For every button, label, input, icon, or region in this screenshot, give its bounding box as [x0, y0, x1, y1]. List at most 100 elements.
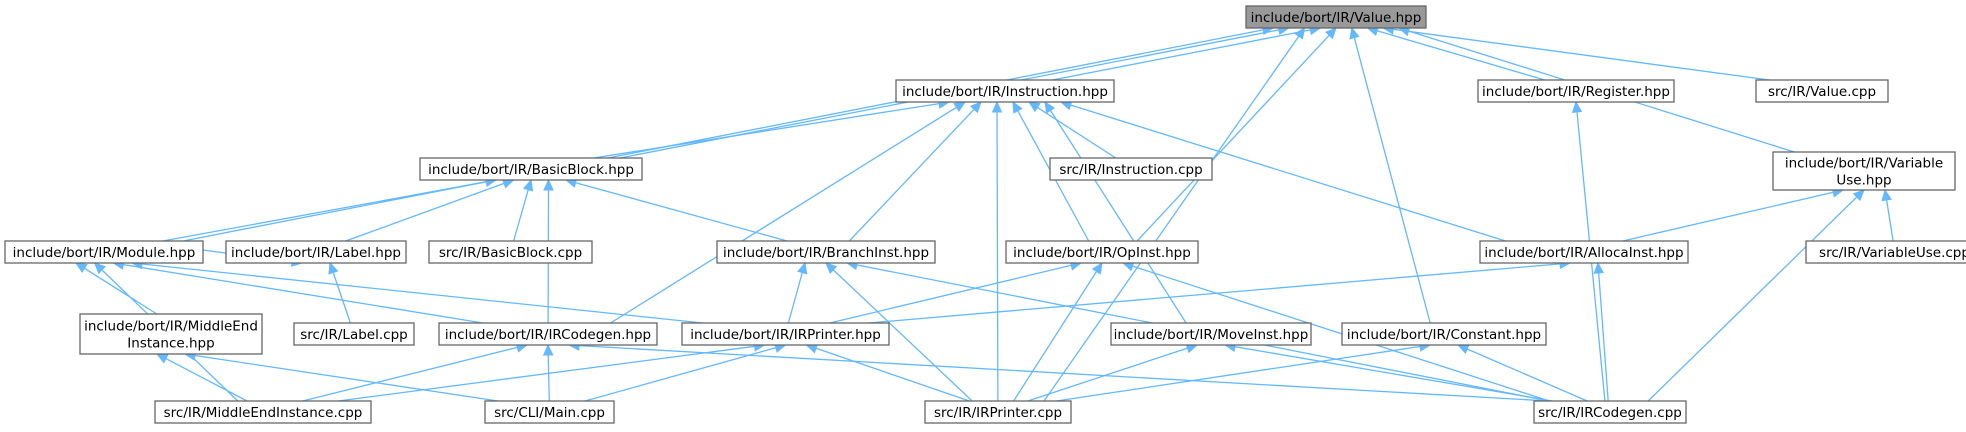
edge-middleend_cpp-to-irprinter_hpp [338, 345, 755, 402]
edge-main_cpp-to-ircodegen_hpp [547, 354, 550, 402]
arrowhead-basicblock_cpp-to-basicblock_hpp [523, 178, 534, 192]
node-middleend-cpp[interactable]: src/IR/MiddleEndInstance.cpp [154, 400, 372, 424]
node-box [895, 79, 1115, 103]
node-label: include/bort/IR/MoveInst.hpp [1114, 327, 1309, 343]
node-label-cpp[interactable]: src/IR/Label.cpp [293, 322, 415, 346]
edge-irprinter_cpp-to-moveinst_hpp [1027, 347, 1188, 402]
node-box [1110, 322, 1312, 346]
node-value-cpp[interactable]: src/IR/Value.cpp [1755, 79, 1889, 103]
edge-irprinter_cpp-to-constant_hpp [1056, 345, 1421, 402]
edge-variableuse_cpp-to-variableuse_hpp [1885, 199, 1894, 242]
node-box [1245, 5, 1427, 29]
arrowhead-ircodegen_hpp-to-basicblock_hpp [543, 178, 554, 191]
node-label-hpp[interactable]: include/bort/IR/Label.hpp [225, 240, 407, 264]
node-instruction-hpp[interactable]: include/bort/IR/Instruction.hpp [895, 79, 1115, 103]
edge-main_cpp-to-irprinter_hpp [584, 347, 777, 402]
node-irprinter-hpp[interactable]: include/bort/IR/IRPrinter.hpp [681, 322, 890, 346]
nodes: include/bort/IR/Value.hpp include/bort/IR… [4, 5, 1966, 424]
node-box [1805, 240, 1966, 264]
edge-instruction_cpp-to-instruction_hpp [1037, 106, 1117, 159]
node-basicblock-hpp[interactable]: include/bort/IR/BasicBlock.hpp [419, 157, 643, 181]
arrowhead-instruction_cpp-to-instruction_hpp [1027, 101, 1041, 113]
node-irprinter-cpp[interactable]: src/IR/IRPrinter.cpp [924, 400, 1072, 424]
node-label: include/bort/IR/Instruction.hpp [902, 84, 1108, 100]
node-box [1005, 240, 1199, 264]
node-moveinst-hpp[interactable]: include/bort/IR/MoveInst.hpp [1110, 322, 1312, 346]
node-ircodegen-cpp[interactable]: src/IR/IRCodegen.cpp [1533, 400, 1687, 424]
edge-allocainst_hpp-to-instruction_hpp [1070, 104, 1506, 242]
node-middleend-hpp[interactable]: include/bort/IR/MiddleEndInstance.hpp [79, 313, 263, 355]
edge-branchinst_hpp-to-instruction_hpp [848, 108, 975, 242]
node-label: include/bort/IR/MiddleEnd [84, 319, 258, 335]
edge-branchinst_hpp-to-basicblock_hpp [575, 182, 788, 242]
edge-register_hpp-to-value_hpp [1376, 30, 1545, 81]
edge-module_hpp-to-value_hpp [183, 29, 1264, 242]
node-label: src/IR/IRPrinter.cpp [934, 405, 1062, 421]
edge-ircodegen_hpp-to-module_hpp [123, 263, 483, 324]
node-label: src/IR/Label.cpp [300, 327, 407, 343]
edge-value_cpp-to-value_hpp [1393, 28, 1770, 81]
edge-middleend_hpp-to-module_hpp [84, 267, 158, 315]
edge-middleend_cpp-to-middleend_hpp [165, 358, 248, 402]
arrowhead-label_cpp-to-label_hpp [328, 261, 339, 275]
edge-label_hpp-to-basicblock_hpp [345, 182, 505, 242]
node-label: src/IR/VariableUse.cpp [1819, 245, 1966, 261]
node-box [419, 157, 643, 181]
edge-irprinter_cpp-to-value_hpp [1043, 35, 1300, 402]
node-label: include/bort/IR/Value.hpp [1251, 10, 1422, 26]
arrowhead-ircodegen_cpp-to-register_hpp [1571, 100, 1583, 113]
node-variableuse-cpp[interactable]: src/IR/VariableUse.cpp [1805, 240, 1966, 264]
arrowhead-irprinter_cpp-to-opinst_hpp [1091, 261, 1103, 275]
arrowhead-irprinter_cpp-to-value_hpp [1294, 27, 1306, 40]
edge-ircodegen_cpp-to-ircodegen_hpp [578, 344, 1550, 402]
edge-allocainst_hpp-to-variableuse_hpp [1622, 191, 1834, 242]
edge-irprinter_cpp-to-opinst_hpp [1013, 271, 1098, 402]
edge-irprinter_hpp-to-opinst_hpp [829, 264, 1072, 324]
node-label: include/bort/IR/IRCodegen.hpp [445, 327, 651, 343]
edge-moveinst_hpp-to-instruction_hpp [1049, 110, 1187, 324]
node-instruction-cpp[interactable]: src/IR/Instruction.cpp [1049, 157, 1213, 181]
node-label: include/bort/IR/Label.hpp [231, 245, 401, 261]
edge-ircodegen_cpp-to-variableuse_hpp [1647, 196, 1858, 402]
node-box [716, 240, 936, 264]
edge-label_cpp-to-label_hpp [332, 272, 352, 324]
node-opinst-hpp[interactable]: include/bort/IR/OpInst.hpp [1005, 240, 1199, 264]
node-variableuse-hpp[interactable]: include/bort/IR/VariableUse.hpp [1772, 151, 1956, 191]
node-box [1772, 151, 1956, 191]
arrowhead-irprinter_hpp-to-branchinst_hpp [797, 261, 808, 275]
node-label: include/bort/IR/Variable [1785, 156, 1943, 172]
node-constant-hpp[interactable]: include/bort/IR/Constant.hpp [1341, 322, 1547, 346]
edge-irprinter_hpp-to-allocainst_hpp [868, 263, 1561, 324]
edge-ircodegen_cpp-to-allocainst_hpp [1598, 272, 1609, 402]
arrowhead-ircodegen_cpp-to-allocainst_hpp [1593, 261, 1605, 274]
node-label: src/CLI/Main.cpp [494, 405, 605, 421]
arrowhead-middleend_hpp-to-module_hpp [74, 262, 88, 274]
node-branchinst-hpp[interactable]: include/bort/IR/BranchInst.hpp [716, 240, 936, 264]
arrowhead-irprinter_cpp-to-branchinst_hpp [825, 262, 838, 274]
node-label: include/bort/IR/BranchInst.hpp [723, 245, 929, 261]
edge-middleend_cpp-to-ircodegen_hpp [302, 346, 518, 402]
node-basicblock-cpp[interactable]: src/IR/BasicBlock.cpp [428, 240, 593, 264]
node-value-hpp[interactable]: include/bort/IR/Value.hpp [1245, 5, 1427, 29]
node-label: include/bort/IR/OpInst.hpp [1013, 245, 1191, 261]
node-allocainst-hpp[interactable]: include/bort/IR/AllocaInst.hpp [1479, 240, 1689, 264]
edge-irprinter_cpp-to-branchinst_hpp [832, 269, 973, 402]
node-label: include/bort/IR/IRPrinter.hpp [690, 327, 881, 343]
edge-irprinter_hpp-to-branchinst_hpp [787, 272, 803, 324]
node-label: src/IR/IRCodegen.cpp [1538, 405, 1682, 421]
node-main-cpp[interactable]: src/CLI/Main.cpp [484, 400, 615, 424]
node-box [1341, 322, 1547, 346]
edge-ircodegen_cpp-to-opinst_hpp [1132, 265, 1550, 402]
node-module-hpp[interactable]: include/bort/IR/Module.hpp [4, 240, 204, 264]
node-label: include/bort/IR/Module.hpp [13, 245, 196, 261]
arrowhead-variableuse_cpp-to-variableuse_hpp [1881, 188, 1892, 202]
arrowhead-middleend_cpp-to-module_hpp [93, 262, 106, 275]
edge-ircodegen_cpp-to-moveinst_hpp [1234, 346, 1553, 402]
node-label: src/IR/MiddleEndInstance.cpp [164, 405, 363, 421]
node-ircodegen-hpp[interactable]: include/bort/IR/IRCodegen.hpp [438, 322, 658, 346]
node-label: include/bort/IR/AllocaInst.hpp [1484, 245, 1683, 261]
node-register-hpp[interactable]: include/bort/IR/Register.hpp [1477, 79, 1675, 103]
edge-instruction_hpp-to-value_hpp [1052, 29, 1311, 81]
node-box [428, 240, 593, 264]
